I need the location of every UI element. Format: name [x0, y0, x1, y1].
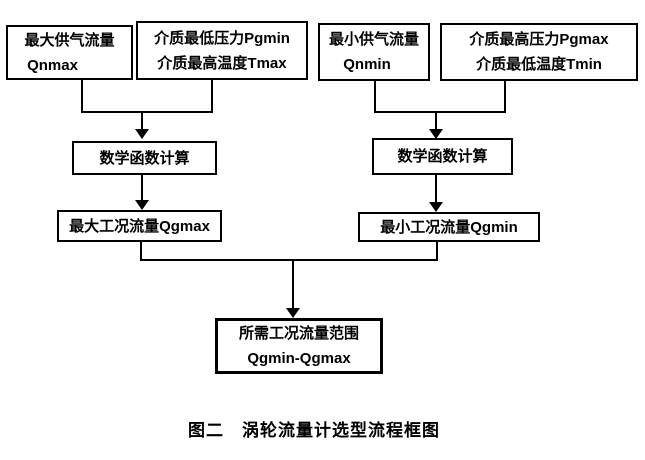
figure-caption: 图二 涡轮流量计选型流程框图: [188, 421, 440, 440]
node-math-calc-right: 数学函数计算: [372, 138, 513, 175]
arrow-down-icon: [135, 200, 149, 210]
node-min-supply-flow: 最小供气流量 Qnmin: [318, 23, 430, 81]
node-max-pressure-min-temp: 介质最高压力Pgmax 介质最低温度Tmin: [440, 23, 638, 81]
node-min-working-flow-label: 最小工况流量Qgmin: [380, 218, 518, 236]
node-max-working-flow-label: 最大工况流量Qgmax: [69, 217, 210, 235]
connector-left-branch1-vline: [81, 80, 83, 113]
arrow-down-icon: [429, 202, 443, 212]
connector-left-branch2-vline: [211, 80, 213, 113]
node-math-calc-right-label: 数学函数计算: [397, 148, 488, 165]
connector-bottom-merge-arrow-stem: [292, 261, 294, 308]
node-min-supply-flow-line2: Qnmin: [343, 56, 391, 73]
connector-right-merge-hline: [374, 111, 506, 113]
node-min-pressure-max-temp: 介质最低压力Pgmin 介质最高温度Tmax: [136, 21, 308, 80]
node-max-pressure-min-temp-line1: 介质最高压力Pgmax: [469, 31, 609, 48]
connector-bottom-merge-hline: [140, 259, 438, 261]
node-min-working-flow: 最小工况流量Qgmin: [358, 212, 540, 242]
connector-right-merge-arrow-stem: [435, 113, 437, 129]
connector-bottom-left-vline: [140, 242, 142, 261]
connector-left-merge-hline: [81, 111, 213, 113]
node-math-calc-left: 数学函数计算: [72, 141, 217, 175]
connector-right-calc-arrow-stem: [435, 175, 437, 202]
node-min-supply-flow-line1: 最小供气流量: [328, 31, 419, 48]
arrow-down-icon: [135, 129, 149, 139]
node-required-flow-range: 所需工况流量范围 Qgmin-Qgmax: [215, 318, 383, 374]
node-required-flow-range-line2: Qgmin-Qgmax: [247, 350, 351, 367]
node-math-calc-left-label: 数学函数计算: [99, 149, 190, 167]
connector-left-calc-arrow-stem: [141, 175, 143, 200]
connector-bottom-right-vline: [436, 242, 438, 261]
connector-right-branch1-vline: [374, 81, 376, 113]
node-max-pressure-min-temp-line2: 介质最低温度Tmin: [476, 56, 602, 73]
connector-right-branch2-vline: [504, 81, 506, 113]
node-min-pressure-max-temp-line2: 介质最高温度Tmax: [157, 54, 287, 72]
node-max-supply-flow-line2: Qnmax: [27, 56, 78, 74]
node-required-flow-range-line1: 所需工况流量范围: [238, 325, 359, 342]
arrow-down-icon: [286, 308, 300, 318]
node-max-supply-flow: 最大供气流量 Qnmax: [6, 25, 133, 80]
connector-left-merge-arrow-stem: [141, 113, 143, 129]
node-max-working-flow: 最大工况流量Qgmax: [57, 210, 222, 242]
arrow-down-icon: [429, 129, 443, 139]
node-min-pressure-max-temp-line1: 介质最低压力Pgmin: [154, 29, 290, 47]
node-max-supply-flow-line1: 最大供气流量: [24, 31, 115, 49]
